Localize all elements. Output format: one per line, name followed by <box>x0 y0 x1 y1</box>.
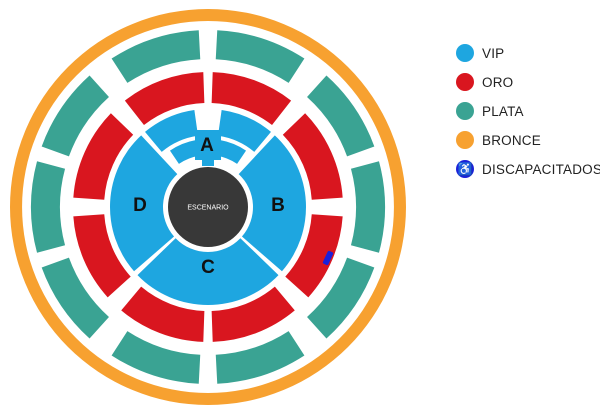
legend-label-discapacitados: DISCAPACITADOS <box>482 161 600 177</box>
stage <box>168 167 248 247</box>
wheelchair-icon: ♿ <box>456 160 474 178</box>
legend-label-bronce: BRONCE <box>482 132 541 148</box>
legend-item-plata[interactable]: PLATA <box>456 102 600 120</box>
vip-section-a-left[interactable] <box>145 109 198 152</box>
oro-swatch-icon <box>456 73 474 91</box>
plata-swatch-icon <box>456 102 474 120</box>
plata-block-5[interactable] <box>307 257 375 339</box>
legend-label-plata: PLATA <box>482 103 524 119</box>
vip-section-b[interactable] <box>238 135 306 272</box>
plata-block-10[interactable] <box>41 75 109 157</box>
vip-section-c[interactable] <box>137 238 279 306</box>
vip-section-a-inner-left[interactable] <box>169 140 199 164</box>
oro-block-8[interactable] <box>73 113 134 200</box>
plata-block-3[interactable] <box>307 75 375 157</box>
plata-block-2[interactable] <box>215 30 305 83</box>
legend-item-vip[interactable]: VIP <box>456 44 600 62</box>
stage-label: ESCENARIO <box>187 205 229 212</box>
oro-block-3[interactable] <box>282 113 343 200</box>
vip-swatch-icon <box>456 44 474 62</box>
plata-block-7[interactable] <box>111 331 201 384</box>
oro-block-2[interactable] <box>211 72 292 126</box>
plata-block-4[interactable] <box>350 161 386 253</box>
section-labels: A B C D <box>133 135 285 278</box>
plata-block-9[interactable] <box>30 161 66 253</box>
plata-block-8[interactable] <box>41 257 109 339</box>
oro-block-7[interactable] <box>73 214 131 298</box>
vip-zone-layer <box>110 109 306 306</box>
legend-label-vip: VIP <box>482 45 505 61</box>
section-label-a: A <box>200 135 214 156</box>
oro-zone-layer <box>73 72 343 342</box>
vip-section-d[interactable] <box>110 135 178 272</box>
oro-block-5[interactable] <box>211 286 295 342</box>
stage-layer: ESCENARIO <box>168 167 248 247</box>
bronce-swatch-icon <box>456 131 474 149</box>
section-label-b: B <box>271 195 285 216</box>
vip-section-a-right[interactable] <box>218 109 271 152</box>
discapacitados-layer <box>322 250 334 266</box>
section-label-c: C <box>201 257 215 278</box>
vip-section-a-inner-right[interactable] <box>217 140 247 164</box>
section-label-d: D <box>133 195 147 216</box>
oro-block-1[interactable] <box>124 72 205 126</box>
oro-block-4[interactable] <box>285 214 343 298</box>
discapacitados-area[interactable] <box>322 250 334 266</box>
legend-item-discapacitados[interactable]: ♿ DISCAPACITADOS <box>456 160 600 178</box>
legend-label-oro: ORO <box>482 74 514 90</box>
vip-section-a-center[interactable] <box>195 130 221 166</box>
plata-zone-layer <box>30 30 386 384</box>
legend-item-oro[interactable]: ORO <box>456 73 600 91</box>
legend: VIP ORO PLATA BRONCE ♿ DISCAPACITADOS <box>456 44 600 189</box>
plata-block-1[interactable] <box>111 30 201 83</box>
oro-block-6[interactable] <box>121 286 205 342</box>
plata-block-6[interactable] <box>215 331 305 384</box>
legend-item-bronce[interactable]: BRONCE <box>456 131 600 149</box>
